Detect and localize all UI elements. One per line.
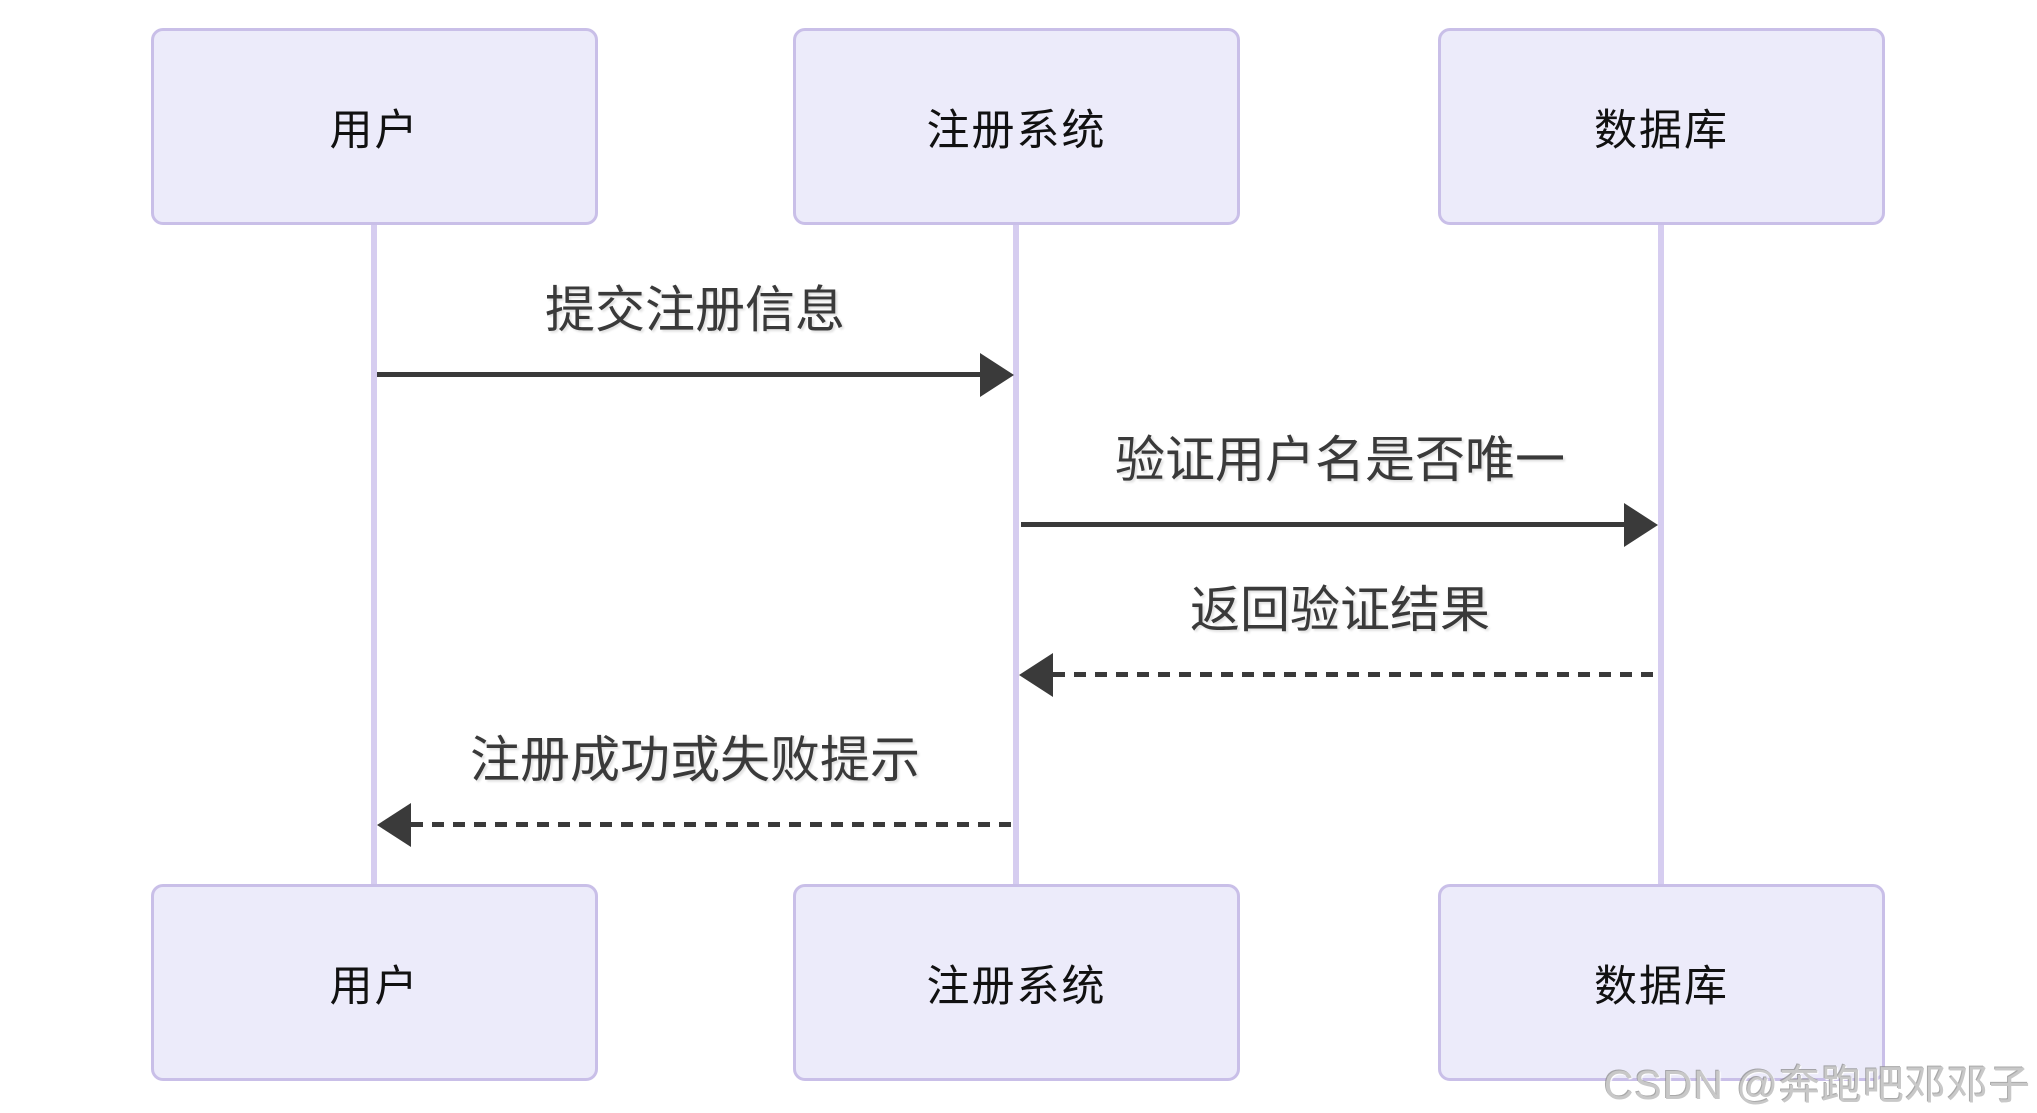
actor-label-system: 注册系统 xyxy=(926,106,1107,155)
lifeline-user xyxy=(371,225,377,884)
message-line-1 xyxy=(377,372,980,377)
actor-label-database: 数据库 xyxy=(1594,962,1729,1011)
message-label-2: 验证用户名是否唯一 xyxy=(1115,432,1565,488)
lifeline-database xyxy=(1658,225,1664,884)
message-line-2 xyxy=(1021,522,1624,527)
message-line-3 xyxy=(1053,672,1658,677)
actor-label-user: 用户 xyxy=(329,106,420,155)
watermark: CSDN @奔跑吧邓邓子 xyxy=(1603,1062,2031,1108)
actor-box-system-top: 注册系统 xyxy=(793,28,1240,225)
actor-box-user-bottom: 用户 xyxy=(151,884,598,1081)
arrowhead-left-icon xyxy=(1019,653,1053,697)
arrowhead-right-icon xyxy=(1624,503,1658,547)
actor-box-system-bottom: 注册系统 xyxy=(793,884,1240,1081)
actor-label-database: 数据库 xyxy=(1594,106,1729,155)
message-label-4: 注册成功或失败提示 xyxy=(470,732,920,788)
message-line-4 xyxy=(411,822,1013,827)
actor-label-system: 注册系统 xyxy=(926,962,1107,1011)
actor-box-database-top: 数据库 xyxy=(1438,28,1885,225)
lifeline-system xyxy=(1013,225,1019,884)
actor-box-user-top: 用户 xyxy=(151,28,598,225)
arrowhead-left-icon xyxy=(377,803,411,847)
message-label-3: 返回验证结果 xyxy=(1190,582,1490,638)
message-label-1: 提交注册信息 xyxy=(545,282,845,338)
actor-box-database-bottom: 数据库 xyxy=(1438,884,1885,1081)
actor-label-user: 用户 xyxy=(329,962,420,1011)
arrowhead-right-icon xyxy=(980,353,1014,397)
